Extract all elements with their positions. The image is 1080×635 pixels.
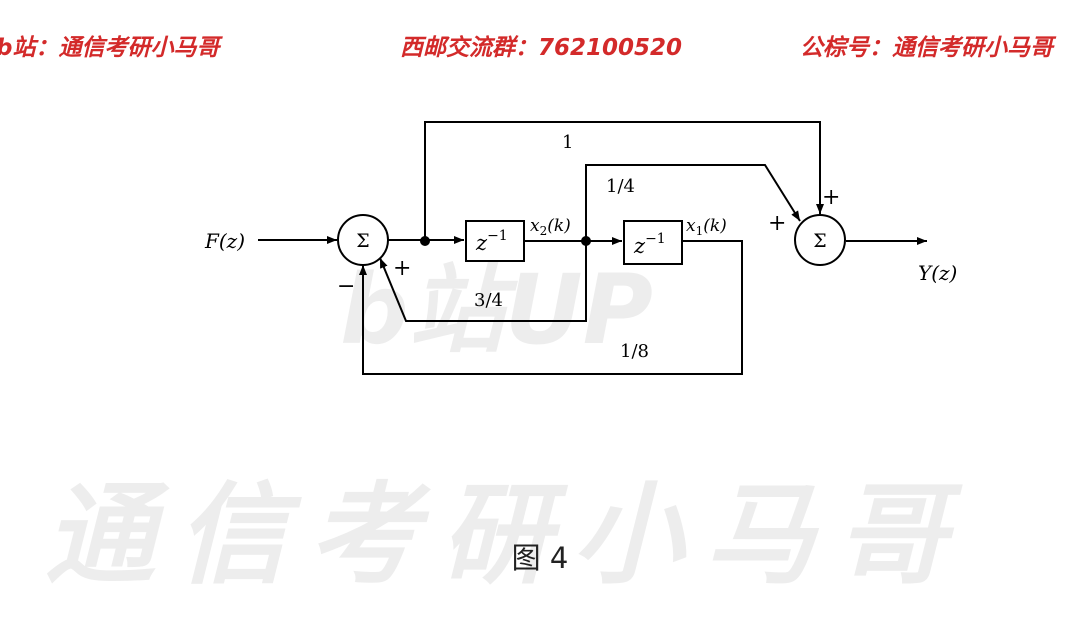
header-banner: b站：通信考研小马哥 西邮交流群：762100520 公棕号：通信考研小马哥 (0, 22, 1080, 62)
gain-eighth-label: 1/8 (620, 341, 649, 362)
header-right-text: 公棕号：通信考研小马哥 (800, 35, 1053, 61)
gain-quarter-label: 1/4 (606, 176, 635, 197)
gain-1-label: 1 (562, 132, 573, 153)
header-left-text: b站：通信考研小马哥 (0, 35, 220, 61)
input-label: F(z) (204, 229, 245, 253)
feedforward-gain-1-path (424, 121, 824, 240)
delay-block-1 (465, 220, 525, 262)
figure-caption: 图 4 (511, 541, 569, 575)
sum-symbol-1: Σ (356, 230, 369, 252)
watermark-bottom: 通信考研小马哥 (45, 471, 969, 599)
sum-junction-1 (337, 214, 389, 266)
delay-2-label: z−1 (633, 231, 666, 258)
sign-plus-right-top: + (822, 185, 840, 210)
feedback-three-quarter-path (379, 241, 587, 322)
sum-junction-2 (794, 214, 846, 266)
feedforward-quarter-path (585, 164, 801, 241)
delay-block-2 (623, 220, 683, 265)
output-label: Y(z) (918, 261, 957, 285)
sign-minus-left: − (337, 274, 355, 299)
state-x2-label: x2(k) (530, 216, 571, 238)
watermark-center: b站UP (340, 254, 654, 366)
sign-plus-left: + (393, 256, 411, 281)
state-x1-label: x1(k) (686, 216, 727, 238)
gain-three-quarter-label: 3/4 (474, 290, 503, 311)
header-middle-text: 西邮交流群：762100520 (400, 35, 683, 61)
feedback-eighth-path (359, 240, 743, 375)
delay-1-label: z−1 (475, 228, 508, 255)
sign-plus-right-left: + (768, 211, 786, 236)
branch-dot-x2 (581, 236, 591, 246)
sum-symbol-2: Σ (813, 230, 826, 252)
branch-dot-input (420, 236, 430, 246)
